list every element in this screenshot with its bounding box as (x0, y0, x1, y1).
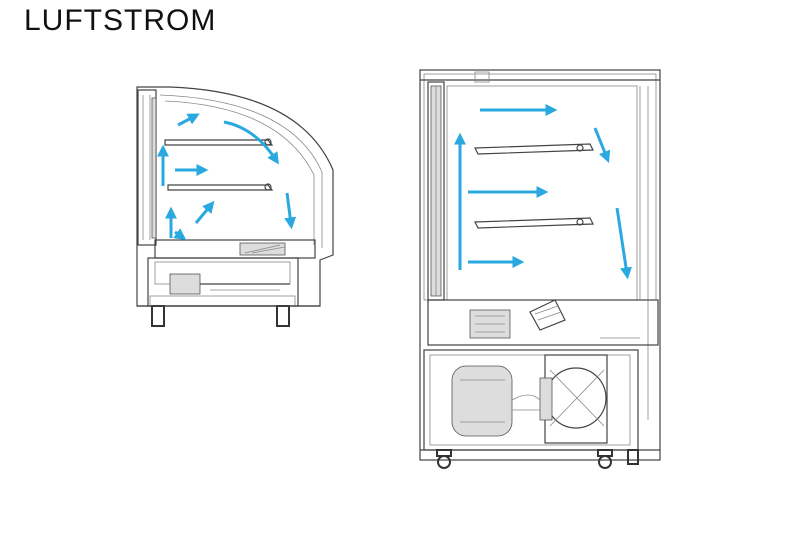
arrow-icon (284, 192, 297, 230)
shelf-lower (167, 184, 274, 191)
compressor-icon (451, 365, 513, 437)
arrow-icon (194, 200, 215, 224)
arrow-icon (177, 113, 200, 127)
arrow-icon (223, 120, 279, 165)
shelf-lower (474, 217, 594, 229)
shelf-upper (164, 139, 274, 146)
compressor-icon (169, 273, 201, 295)
arrow-icon (173, 228, 187, 241)
diagram-title: LUFTSTROM (24, 4, 217, 37)
arrow-icon (615, 207, 632, 280)
shelf-upper (474, 143, 594, 155)
airflow-arrows-left (157, 113, 297, 241)
curved-display-case (136, 86, 334, 327)
arrow-icon (593, 127, 611, 164)
upright-display-cabinet (419, 69, 661, 469)
airflow-arrows-right (454, 104, 632, 280)
